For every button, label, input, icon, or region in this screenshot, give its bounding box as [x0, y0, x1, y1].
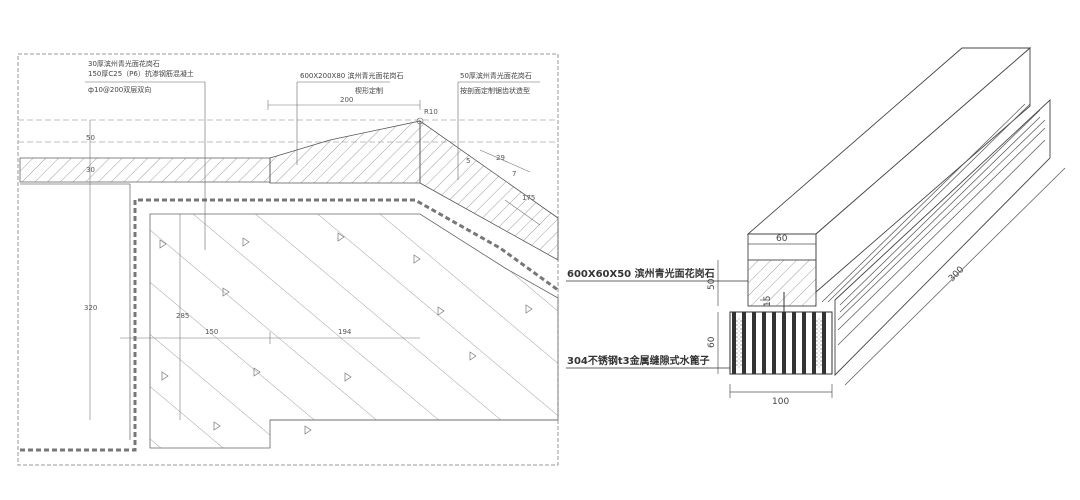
dim-50-right: 50 [707, 278, 717, 290]
dim-194: 194 [338, 328, 352, 336]
dim-7: 7 [512, 170, 516, 178]
dim-29: 29 [496, 154, 505, 162]
grate-body-side [834, 98, 1051, 377]
grate-bars [732, 312, 826, 374]
sloped-stone [419, 120, 559, 261]
dim-60-side: 60 [707, 336, 717, 348]
dim-60-top: 60 [776, 234, 788, 244]
dim-15: 15 [763, 296, 773, 307]
note-grate: 304不锈钢t3金属缝隙式水篦子 [567, 354, 710, 367]
dim-285: 285 [176, 312, 189, 320]
note-paving-30: 30厚滨州青光面花岗石 [88, 59, 160, 68]
note-stone-600: 600X200X80 滨州青光面花岗石 [300, 71, 403, 80]
paving-layer [19, 157, 271, 183]
note-rebar: ф10@200双层双向 [88, 85, 151, 94]
note-concrete-150: 150厚C25（P6）抗渗钢筋混凝土 [88, 69, 194, 78]
dim-50: 50 [86, 134, 95, 142]
dim-r10: R10 [424, 108, 438, 116]
stone-block-front [747, 259, 817, 307]
note-stone-block: 600X60X50 滨州青光面花岗石 [567, 267, 715, 280]
right-section-drawing: 600X60X50 滨州青光面花岗石 304不锈钢t3金属缝隙式水篦子 60 5… [566, 47, 1066, 407]
dim-320: 320 [84, 304, 97, 312]
dim-100: 100 [772, 397, 789, 407]
dim-200: 200 [340, 96, 353, 104]
dim-150: 150 [205, 328, 218, 336]
left-section-drawing: 30厚滨州青光面花岗石 150厚C25（P6）抗渗钢筋混凝土 ф10@200双层… [17, 53, 559, 466]
note-wedge: 楔形定制 [355, 86, 383, 95]
dim-30: 30 [86, 166, 95, 174]
note-stone-50-detail: 按剖面定制锯齿状造型 [460, 86, 530, 95]
dim-175: 175 [522, 194, 535, 202]
waterproof-line [20, 198, 559, 452]
concrete-aggregate [159, 232, 533, 435]
note-stone-50: 50厚滨州青光面花岗石 [460, 71, 532, 80]
coping-stone [269, 120, 421, 184]
dim-5: 5 [466, 157, 470, 165]
